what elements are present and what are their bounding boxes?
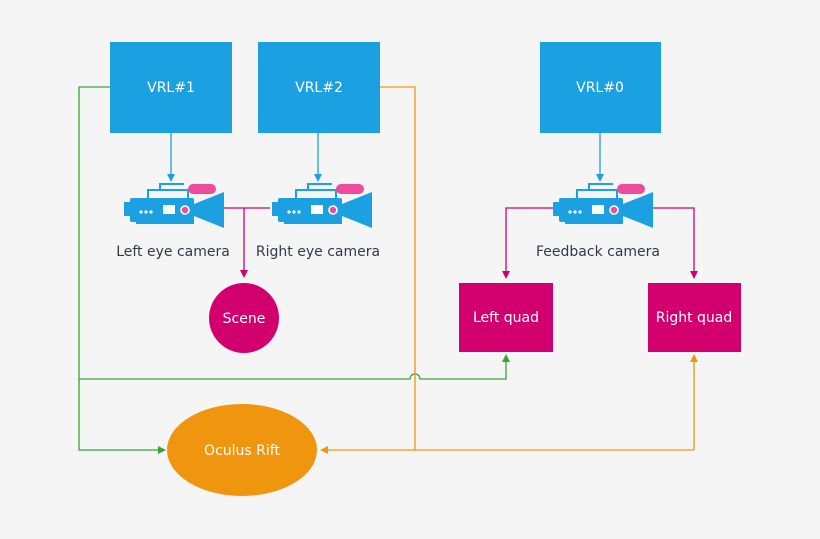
vrl0-label: VRL#0 <box>576 80 624 96</box>
video-camera-icon <box>552 183 654 229</box>
oculus-rift-node: Oculus Rift <box>167 404 317 496</box>
video-camera-icon <box>271 183 373 229</box>
connector-vrl1-to-left-quad <box>79 354 510 380</box>
vrl1-label: VRL#1 <box>147 80 195 96</box>
right-eye-camera-label: Right eye camera <box>256 244 380 260</box>
left-quad-node: Left quad <box>459 283 553 352</box>
oculus-rift-label: Oculus Rift <box>204 443 280 459</box>
right-quad-label: Right quad <box>656 310 733 326</box>
vrl2-node: VRL#2 <box>258 42 380 133</box>
video-camera-icon <box>123 183 225 229</box>
scene-node: Scene <box>209 283 279 353</box>
right-quad-node: Right quad <box>648 283 741 352</box>
left-eye-camera-label: Left eye camera <box>116 244 230 260</box>
connector-feedback-to-right-quad <box>647 207 698 279</box>
scene-label: Scene <box>223 311 266 327</box>
connector-vrl2-to-oculus <box>380 86 416 450</box>
vrl1-node: VRL#1 <box>110 42 232 133</box>
right-eye-camera: Right eye camera <box>256 183 380 260</box>
connector-feedback-to-left-quad <box>502 207 553 279</box>
feedback-camera-label: Feedback camera <box>536 244 660 260</box>
connector-cameras-to-scene <box>218 207 270 276</box>
feedback-camera: Feedback camera <box>536 183 660 260</box>
connector-vrl1-to-oculus <box>78 86 166 454</box>
vrl0-node: VRL#0 <box>540 42 661 133</box>
left-eye-camera: Left eye camera <box>116 183 230 260</box>
left-quad-label: Left quad <box>473 310 539 326</box>
vrl2-label: VRL#2 <box>295 80 343 96</box>
